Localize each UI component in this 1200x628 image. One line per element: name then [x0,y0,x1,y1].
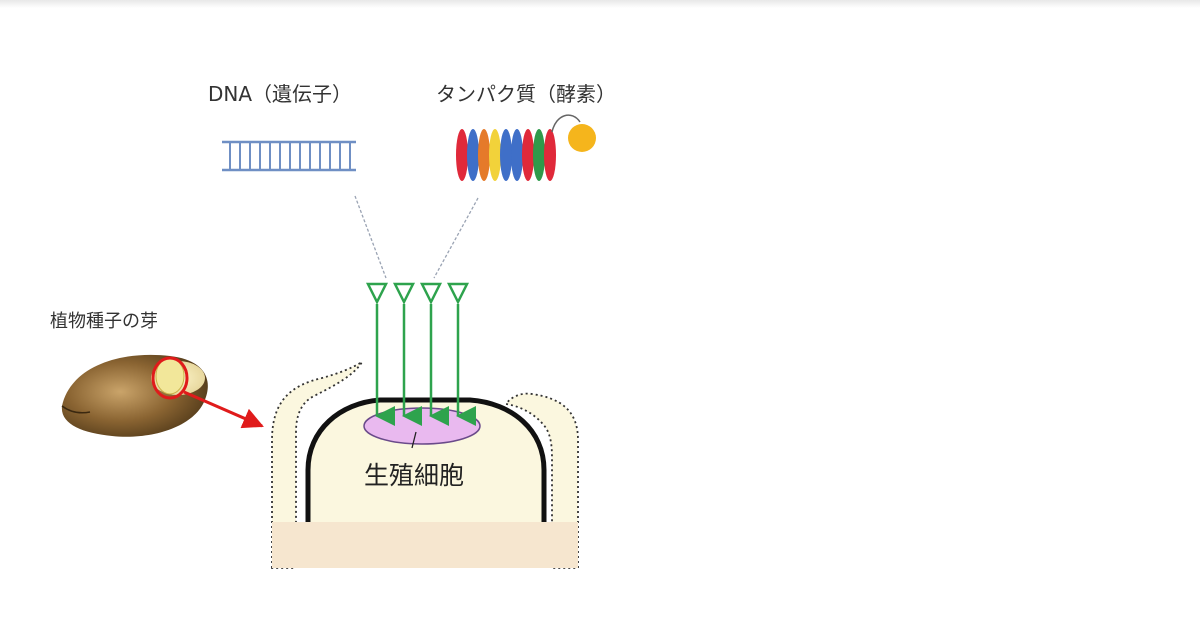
delivery-arrows [365,282,476,426]
germ-cell-region [363,407,481,445]
delivery-arrow [419,282,449,426]
embryo-highlight-circle [151,356,189,400]
zoom-pointer-arrow [183,390,264,429]
delivery-arrow [446,282,476,426]
dna-label: DNA（遺伝子） [208,82,353,106]
dna-ladder-icon [222,140,356,172]
top-edge-shade [0,0,1200,8]
protein-label: タンパク質（酵素） [436,82,616,106]
germ-cell-pointer [411,431,417,449]
guide-lines [354,195,479,279]
protein-enzyme-icon [456,114,596,181]
seed-embryo-label: 植物種子の芽 [50,311,158,332]
plant-seed-icon [61,354,208,437]
delivery-arrow [392,282,422,426]
delivery-arrow [365,282,395,426]
germ-cell-label: 生殖細胞 [364,461,465,490]
